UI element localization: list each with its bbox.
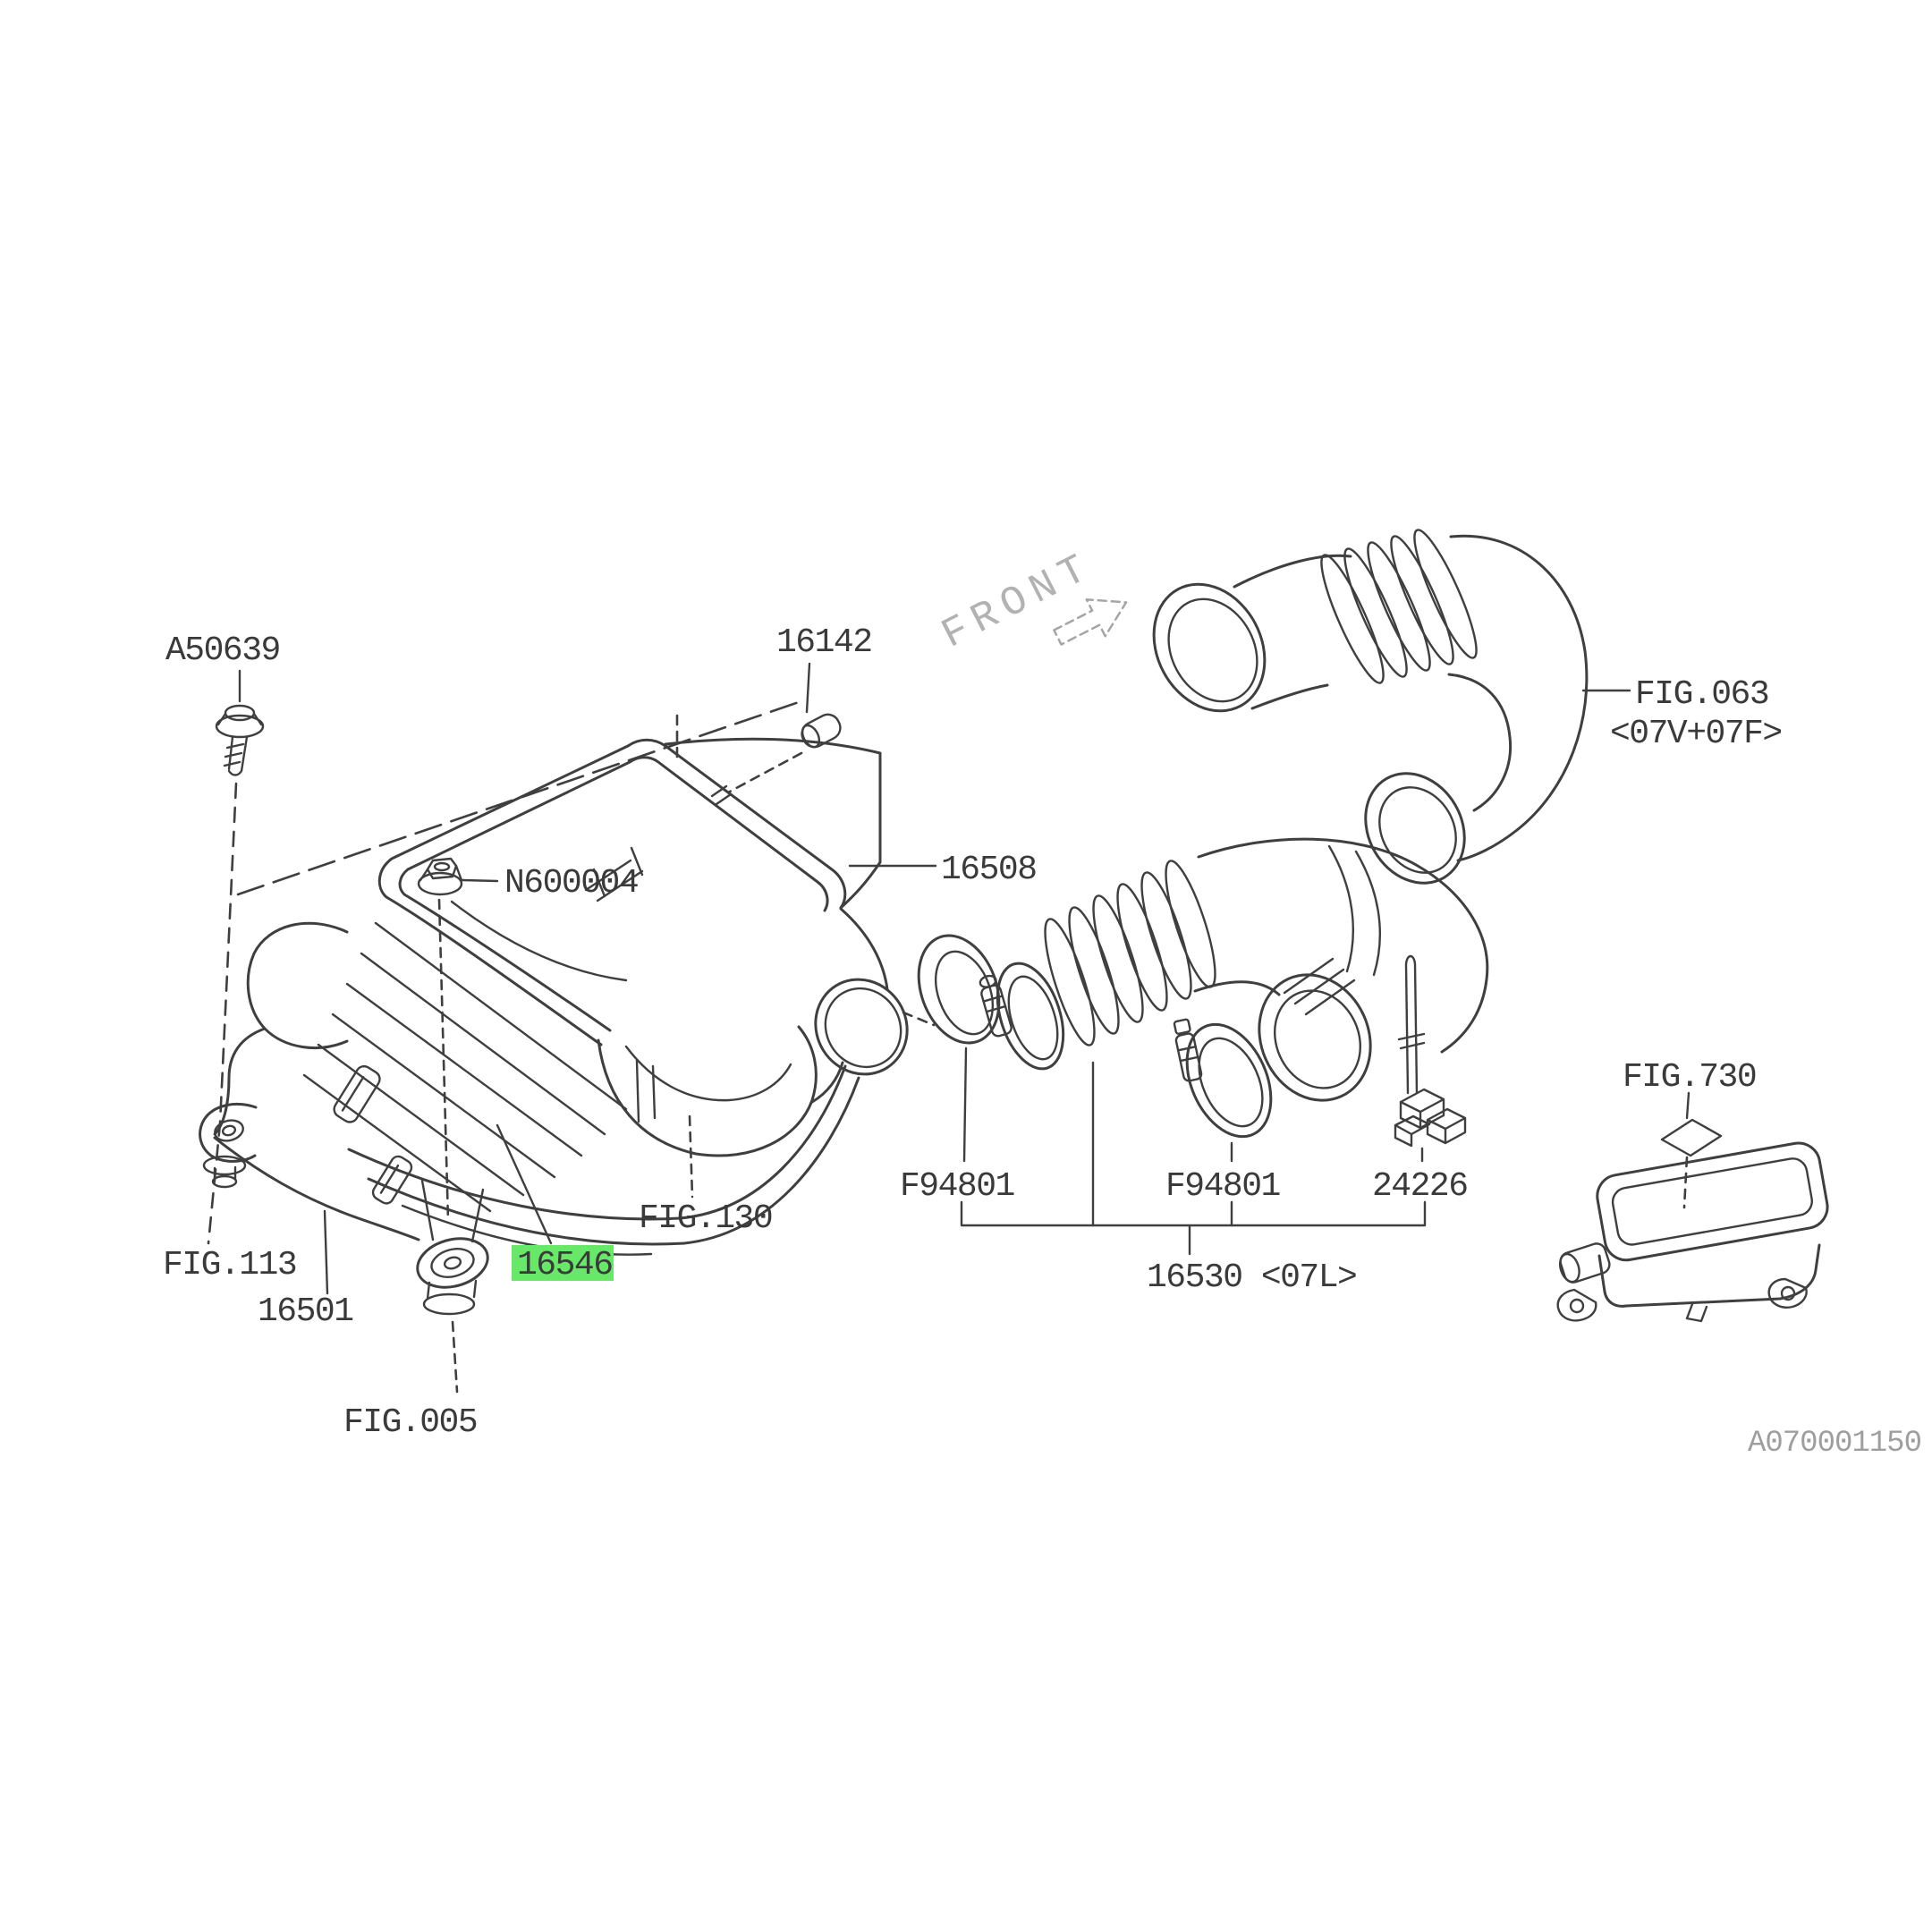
- label-16530: 16530 <07L>: [1147, 1258, 1356, 1297]
- label-fig730: FIG.730: [1623, 1058, 1756, 1097]
- label-n600004: N600004: [504, 864, 638, 902]
- label-fig113: FIG.113: [163, 1246, 296, 1284]
- highlight-16546: [512, 1245, 614, 1281]
- nut-n600004-part: [417, 857, 463, 896]
- label-fig063-line2: <07V+07F>: [1610, 715, 1782, 753]
- clamp-screw-housing: [1173, 1018, 1203, 1082]
- label-fig063-line1: FIG.063: [1635, 675, 1768, 714]
- air-cleaner-case-16501-part: [199, 921, 860, 1316]
- bottom-mounting-foot: [416, 1179, 489, 1316]
- front-label: FRONT: [935, 543, 1102, 658]
- label-16501: 16501: [258, 1292, 353, 1331]
- hose-clamp-f94801-right-part: [1173, 1018, 1273, 1139]
- resonator-fig730-part: [1556, 1091, 1829, 1323]
- clamp-screw-housing: [979, 974, 1013, 1038]
- air-cleaner-cover-16508-part: [377, 737, 909, 1157]
- label-16546: 16546: [517, 1246, 613, 1284]
- label-16142: 16142: [776, 623, 872, 662]
- reference-bracket: [960, 1061, 1427, 1256]
- label-f94801-left: F94801: [900, 1167, 1014, 1206]
- resonator-spigot: [1558, 1242, 1611, 1284]
- bolt-a50639-part: [215, 704, 265, 776]
- hose-clamp-f94801-left-part: [917, 934, 1013, 1045]
- front-direction-marker: FRONT: [935, 543, 1128, 658]
- leader-lines: [238, 662, 1631, 1295]
- clip-24226-part: [1394, 954, 1467, 1148]
- label-24226: 24226: [1372, 1167, 1468, 1206]
- intake-duct-16530-part: [996, 837, 1489, 1102]
- label-16508: 16508: [941, 851, 1037, 889]
- left-mounting-foot: [199, 1103, 258, 1189]
- label-fig130: FIG.130: [639, 1199, 772, 1238]
- front-arrow-icon: [1053, 597, 1128, 646]
- label-f94801-right: F94801: [1165, 1167, 1280, 1206]
- drawing-code: A070001150: [1748, 1427, 1921, 1461]
- label-a50639: A50639: [165, 631, 280, 670]
- case-latch-upper: [333, 1064, 381, 1123]
- label-fig005: FIG.005: [343, 1403, 477, 1442]
- filter-element-16546-part: [302, 921, 628, 1213]
- air-intake-hose-fig063-part: [1152, 529, 1589, 885]
